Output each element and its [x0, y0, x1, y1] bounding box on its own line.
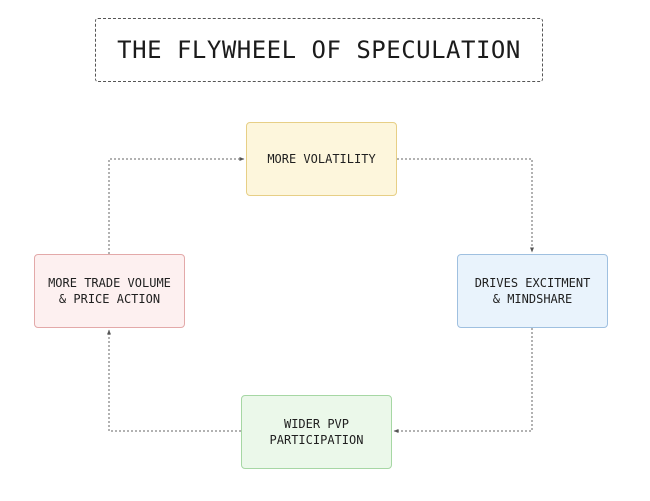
node-label-line: & MINDSHARE — [492, 292, 573, 306]
node-label-line: MORE VOLATILITY — [267, 152, 376, 166]
arrow-excitement-to-participation — [393, 328, 533, 433]
node-label-line: WIDER PVP — [283, 417, 350, 431]
node-wider-pvp-participation: WIDER PVP PARTICIPATION — [241, 395, 392, 469]
node-more-trade-volume: MORE TRADE VOLUME & PRICE ACTION — [34, 254, 185, 328]
node-label-line: & PRICE ACTION — [58, 292, 161, 306]
diagram-title: THE FLYWHEEL OF SPECULATION — [117, 36, 521, 64]
title-box: THE FLYWHEEL OF SPECULATION — [95, 18, 543, 82]
node-label-line: DRIVES EXCITMENT — [474, 276, 591, 290]
arrow-volume-to-volatility — [108, 157, 245, 254]
arrow-participation-to-volume — [107, 329, 241, 432]
node-more-volatility: MORE VOLATILITY — [246, 122, 397, 196]
node-label-line: PARTICIPATION — [269, 433, 364, 447]
arrow-volatility-to-excitement — [397, 158, 534, 253]
node-label-line: MORE TRADE VOLUME — [48, 276, 171, 290]
node-drives-excitement: DRIVES EXCITMENT & MINDSHARE — [457, 254, 608, 328]
